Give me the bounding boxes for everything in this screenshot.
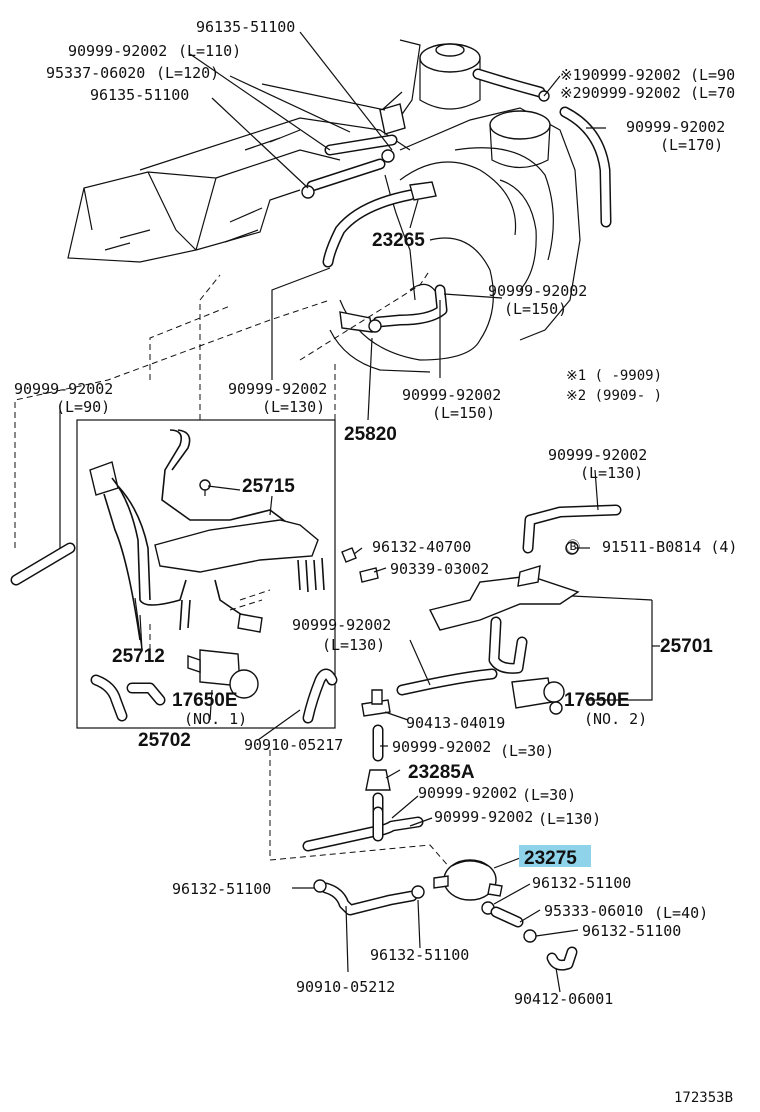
label-95333-06010: 95333-06010 bbox=[544, 902, 643, 920]
label-90412-06001: 90412-06001 bbox=[514, 990, 613, 1008]
label-l110: (L=110) bbox=[178, 42, 241, 60]
label-l130a: (L=130) bbox=[262, 398, 325, 416]
label-25820: 25820 bbox=[344, 424, 397, 445]
label-90999-l150a: 90999-92002 bbox=[488, 282, 587, 300]
label-90999-l130b: 90999-92002 bbox=[548, 446, 647, 464]
label-96135-51100-top: 96135-51100 bbox=[196, 18, 295, 36]
label-23275: 23275 bbox=[524, 848, 577, 869]
label-91511-b0814: 91511-B0814 (4) bbox=[602, 538, 737, 556]
label-25702: 25702 bbox=[138, 730, 191, 751]
label-90999-l130a: 90999-92002 bbox=[228, 380, 327, 398]
label-l130d: (L=130) bbox=[538, 810, 601, 828]
diagram-ref-number: 172353B bbox=[674, 1090, 733, 1106]
label-90999-l130d: 90999-92002 bbox=[434, 808, 533, 826]
label-90999-l150b: 90999-92002 bbox=[402, 386, 501, 404]
label-90339-03002: 90339-03002 bbox=[390, 560, 489, 578]
label-96132-51100-d: 96132-51100 bbox=[370, 946, 469, 964]
label-l120: (L=120) bbox=[156, 64, 219, 82]
engine-illustration bbox=[14, 39, 612, 548]
label-90999-l30b: 90999-92002 bbox=[418, 784, 517, 802]
label-90910-05217: 90910-05217 bbox=[244, 736, 343, 754]
label-96132-51100-c: 96132-51100 bbox=[582, 922, 681, 940]
lower-hoses bbox=[149, 589, 578, 971]
label-l170: (L=170) bbox=[660, 136, 723, 154]
label-96132-51100-b: 96132-51100 bbox=[532, 874, 631, 892]
label-l150b: (L=150) bbox=[432, 404, 495, 422]
label-25712: 25712 bbox=[112, 646, 165, 667]
vsv-kit-box-25702 bbox=[76, 419, 336, 729]
label-l90: (L=90) bbox=[56, 398, 110, 416]
vsv-assembly-25701 bbox=[341, 504, 622, 715]
label-95337-06020: 95337-06020 bbox=[46, 64, 145, 82]
label-90999-l170: 90999-92002 bbox=[626, 118, 725, 136]
label-23285a: 23285A bbox=[408, 762, 475, 783]
label-90999-l30a: 90999-92002 bbox=[392, 738, 491, 756]
part-labels: 96135-51100 90999-92002 (L=110) 95337-06… bbox=[14, 18, 737, 1106]
label-90999-l90: 90999-92002 bbox=[14, 380, 113, 398]
label-no1: (NO. 1) bbox=[184, 710, 247, 728]
label-note1: ※1 ( -9909) bbox=[566, 368, 662, 384]
label-23265: 23265 bbox=[372, 230, 425, 251]
label-25715: 25715 bbox=[242, 476, 295, 497]
label-17650e-no2: 17650E bbox=[564, 690, 630, 711]
label-90999-l110: 90999-92002 bbox=[68, 42, 167, 60]
label-90413-04019: 90413-04019 bbox=[406, 714, 505, 732]
label-25701: 25701 bbox=[660, 636, 713, 657]
label-96135-51100-2: 96135-51100 bbox=[90, 86, 189, 104]
label-l130b: (L=130) bbox=[580, 464, 643, 482]
label-l30b: (L=30) bbox=[522, 786, 576, 804]
label-90999-l130c: 90999-92002 bbox=[292, 616, 391, 634]
leader-lines bbox=[59, 31, 660, 993]
label-note1-hose: ※190999-92002 (L=90 bbox=[560, 66, 735, 84]
label-17650e-no1: 17650E bbox=[172, 690, 238, 711]
label-96132-40700: 96132-40700 bbox=[372, 538, 471, 556]
label-l130c: (L=130) bbox=[322, 636, 385, 654]
label-96132-51100-a: 96132-51100 bbox=[172, 880, 271, 898]
highlight-23275 bbox=[519, 845, 591, 867]
label-l30a: (L=30) bbox=[500, 742, 554, 760]
label-l150a: (L=150) bbox=[504, 300, 567, 318]
label-no2: (NO. 2) bbox=[584, 710, 647, 728]
label-l40: (L=40) bbox=[654, 904, 708, 922]
label-b-symbol: Ⓑ bbox=[566, 540, 580, 556]
label-note2: ※2 (9909- ) bbox=[566, 388, 662, 404]
label-note2-hose: ※290999-92002 (L=70 bbox=[560, 84, 735, 102]
label-90910-05212: 90910-05212 bbox=[296, 978, 395, 996]
